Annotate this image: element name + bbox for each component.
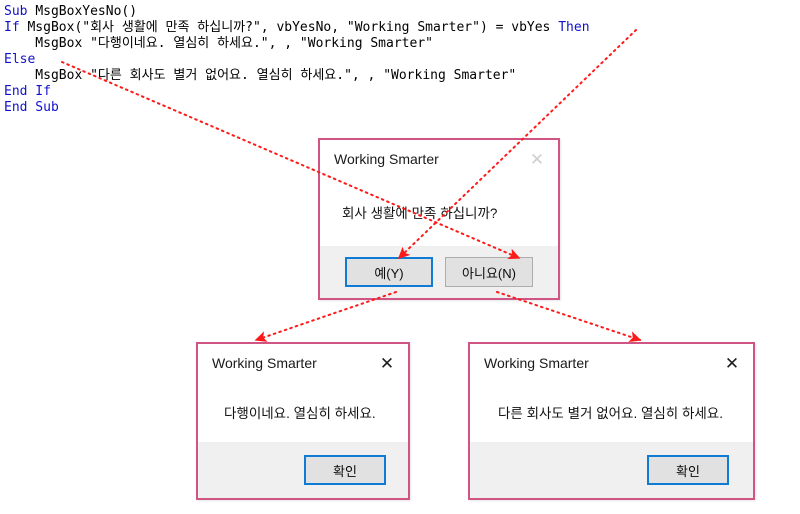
code-line-7: End Sub xyxy=(4,100,794,116)
msgbox-yes-result-footer: 확인 xyxy=(198,442,408,498)
code-text: MsgBox("회사 생활에 만족 하십니까?", vbYesNo, "Work… xyxy=(27,20,559,35)
code-keyword: Sub xyxy=(4,4,36,19)
msgbox-question-message: 회사 생활에 만족 하십니까? xyxy=(342,206,498,221)
msgbox-question-title: Working Smarter xyxy=(334,151,439,167)
no-button[interactable]: 아니요(N) xyxy=(445,257,533,287)
close-icon[interactable]: ✕ xyxy=(724,353,740,373)
msgbox-no-result[interactable]: Working Smarter ✕ 다른 회사도 별거 없어요. 열심히 하세요… xyxy=(468,342,755,500)
msgbox-yes-result-message: 다행이네요. 열심히 하세요. xyxy=(224,406,376,421)
code-line-1: Sub MsgBoxYesNo() xyxy=(4,4,794,20)
close-icon[interactable]: ✕ xyxy=(529,149,545,169)
code-line-5: MsgBox "다른 회사도 별거 없어요. 열심히 하세요.", , "Wor… xyxy=(4,68,794,84)
msgbox-no-result-title: Working Smarter xyxy=(484,355,589,371)
code-text: MsgBox "다행이네요. 열심히 하세요.", , "Working Sma… xyxy=(4,36,433,51)
vba-code-block: Sub MsgBoxYesNo()If MsgBox("회사 생활에 만족 하십… xyxy=(4,4,794,116)
msgbox-question-titlebar: Working Smarter ✕ xyxy=(320,140,558,178)
close-icon[interactable]: ✕ xyxy=(379,353,395,373)
code-keyword: End If xyxy=(4,84,51,99)
msgbox-yes-result-titlebar: Working Smarter ✕ xyxy=(198,344,408,382)
msgbox-yes-result[interactable]: Working Smarter ✕ 다행이네요. 열심히 하세요. 확인 xyxy=(196,342,410,500)
code-line-6: End If xyxy=(4,84,794,100)
msgbox-yes-result-title: Working Smarter xyxy=(212,355,317,371)
msgbox-question-footer: 예(Y) 아니요(N) xyxy=(320,246,558,298)
code-line-3: MsgBox "다행이네요. 열심히 하세요.", , "Working Sma… xyxy=(4,36,794,52)
msgbox-question[interactable]: Working Smarter ✕ 회사 생활에 만족 하십니까? 예(Y) 아… xyxy=(318,138,560,300)
yes-button[interactable]: 예(Y) xyxy=(345,257,433,287)
code-keyword: If xyxy=(4,20,28,35)
msgbox-no-result-titlebar: Working Smarter ✕ xyxy=(470,344,753,382)
code-keyword: End Sub xyxy=(4,100,59,115)
code-keyword: Then xyxy=(558,20,590,35)
msgbox-no-result-message: 다른 회사도 별거 없어요. 열심히 하세요. xyxy=(498,406,723,421)
code-text: MsgBoxYesNo() xyxy=(35,4,138,19)
ok-button[interactable]: 확인 xyxy=(304,455,386,485)
code-keyword: Else xyxy=(4,52,36,67)
ok-button[interactable]: 확인 xyxy=(647,455,729,485)
msgbox-no-result-footer: 확인 xyxy=(470,442,753,498)
code-text: MsgBox "다른 회사도 별거 없어요. 열심히 하세요.", , "Wor… xyxy=(4,68,517,83)
msgbox-yes-result-body: 다행이네요. 열심히 하세요. xyxy=(198,382,408,442)
code-line-2: If MsgBox("회사 생활에 만족 하십니까?", vbYesNo, "W… xyxy=(4,20,794,36)
msgbox-no-result-body: 다른 회사도 별거 없어요. 열심히 하세요. xyxy=(470,382,753,442)
code-line-4: Else xyxy=(4,52,794,68)
msgbox-question-body: 회사 생활에 만족 하십니까? xyxy=(320,178,558,246)
